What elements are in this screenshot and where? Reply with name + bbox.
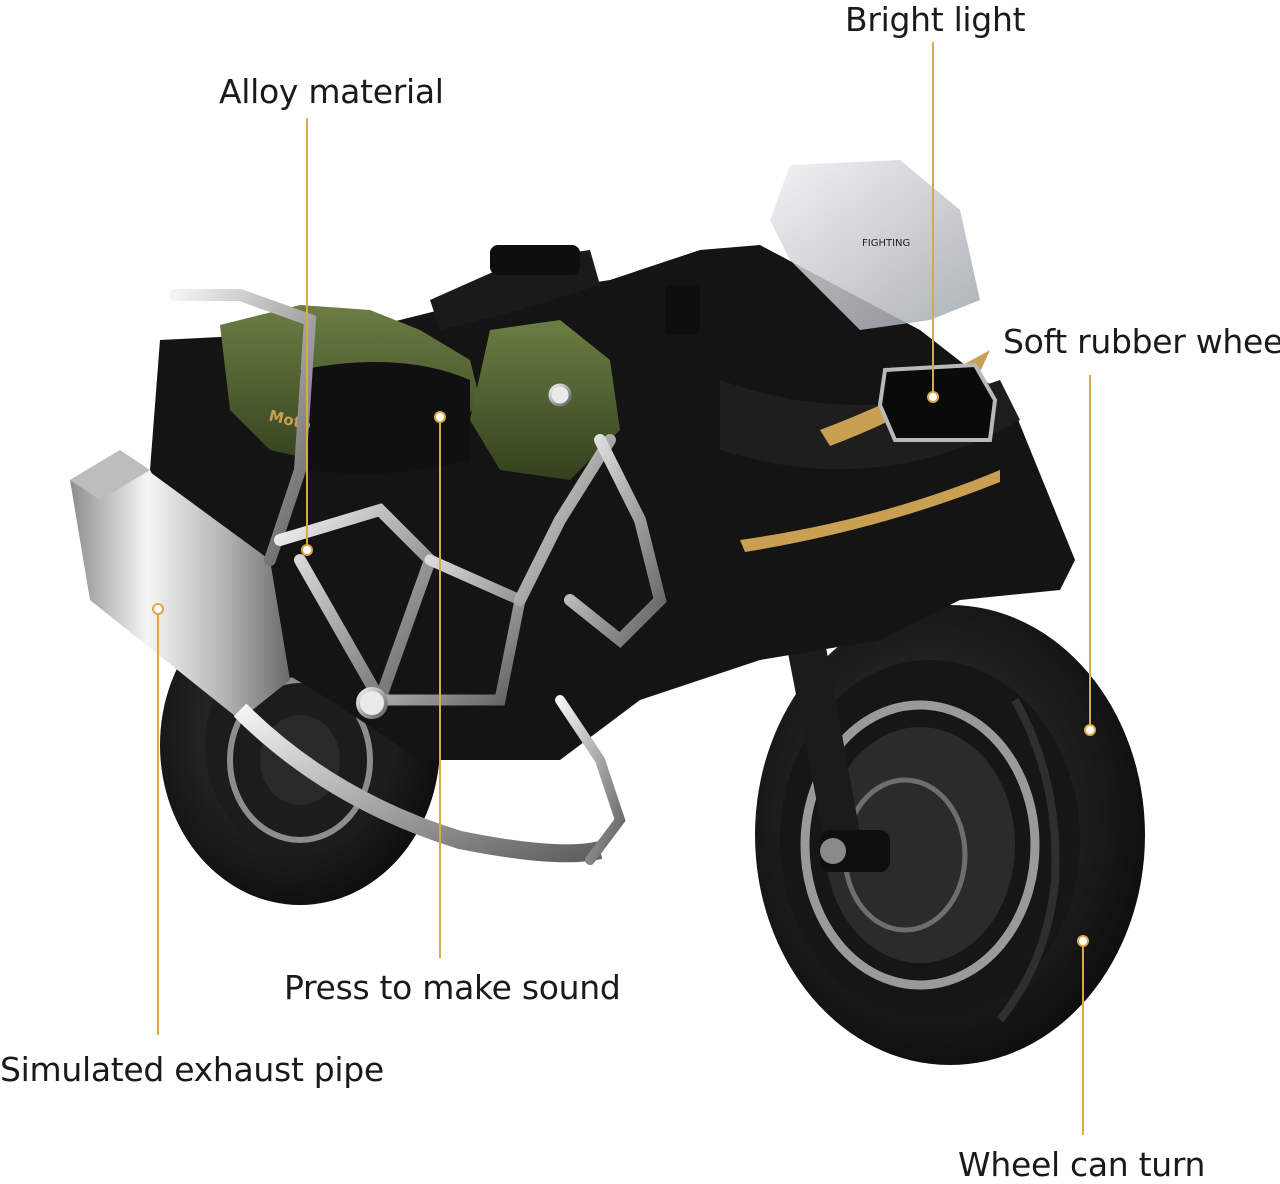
handlebar xyxy=(430,245,700,335)
chrome-frame xyxy=(169,289,667,865)
label-alloy-material: Alloy material xyxy=(219,72,444,111)
fuel-tank: Moto xyxy=(220,305,620,480)
label-soft-rubber-wheel: Soft rubber wheel xyxy=(1003,322,1280,361)
label-wheel-can-turn: Wheel can turn xyxy=(958,1145,1206,1184)
label-simulated-exhaust-pipe: Simulated exhaust pipe xyxy=(0,1050,384,1089)
front-wheel xyxy=(755,605,1145,1065)
label-bright-light: Bright light xyxy=(845,0,1026,39)
label-press-to-make-sound: Press to make sound xyxy=(284,968,621,1007)
leader-lines xyxy=(152,42,1096,1135)
exhaust-pipe xyxy=(70,450,603,863)
headlight xyxy=(877,362,998,442)
windshield-text: FIGHTING xyxy=(862,238,910,249)
windshield: FIGHTING xyxy=(770,160,980,330)
